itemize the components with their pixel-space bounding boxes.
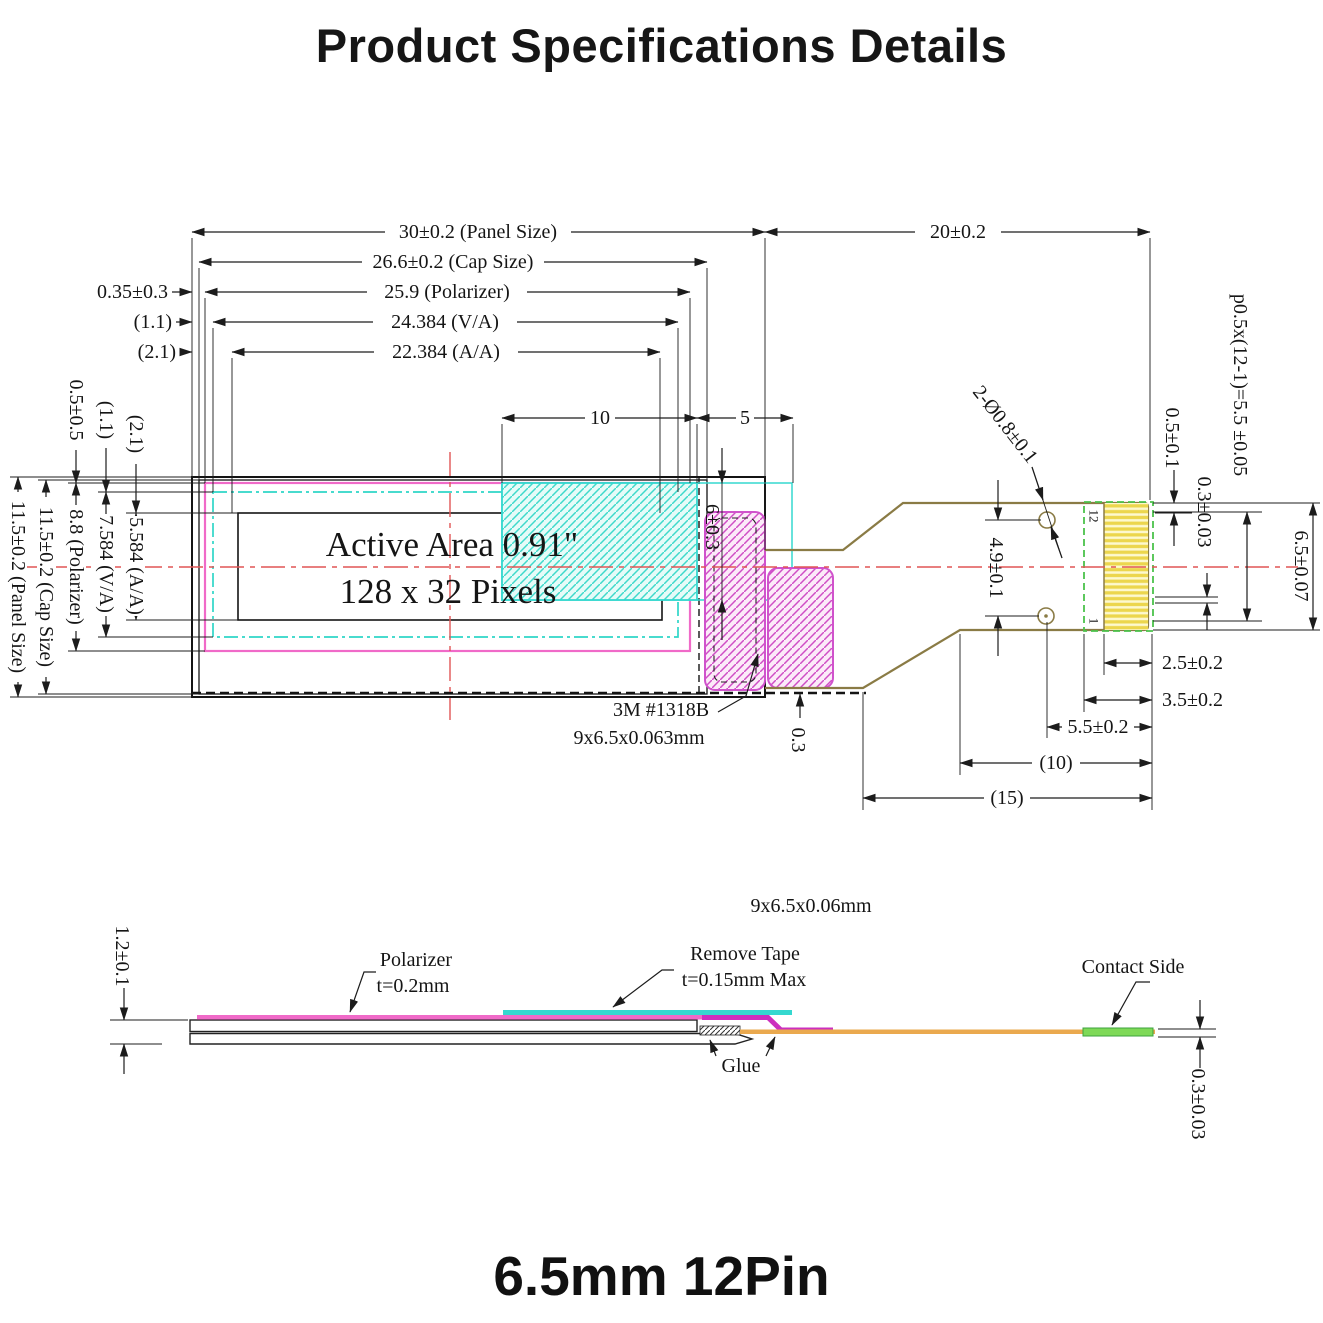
dim-contact-width: 3.5±0.2 xyxy=(1162,689,1223,711)
hole-bottom-center xyxy=(1044,614,1048,618)
active-area-label-1: Active Area 0.91" xyxy=(326,525,578,564)
thickness-dimension: 1.2±0.1 xyxy=(110,926,188,1074)
dim-stack-thickness: 1.2±0.1 xyxy=(111,926,133,987)
dim-fpc-thickness: 0.3±0.03 xyxy=(1187,1069,1209,1140)
tape-size-label: 9x6.5x0.06mm xyxy=(750,895,872,917)
glue-label: Glue xyxy=(722,1055,761,1077)
dim-fpc-width: 20±0.2 xyxy=(930,221,986,243)
model-label: 6.5mm 12Pin xyxy=(493,1245,830,1307)
left-vertical-dimensions: 11.5±0.2 (Panel Size) 11.5±0.2 (Cap Size… xyxy=(7,380,147,698)
contact-side-leader xyxy=(1111,981,1150,1026)
dim-panel-height: 11.5±0.2 (Panel Size) xyxy=(7,501,29,673)
dim-ref-10: (10) xyxy=(1039,752,1072,774)
remove-tape-label-1: Remove Tape xyxy=(690,943,800,965)
dim-pin-thickness: 0.3±0.03 xyxy=(1193,477,1215,548)
dim-hole-edge: 5.5±0.2 xyxy=(1068,716,1129,738)
dim-pin-pitch: p0.5x(12-1)=5.5 ±0.05 xyxy=(1229,294,1251,476)
active-area-label-2: 128 x 32 Pixels xyxy=(340,572,557,611)
dim-pin-area-width: 2.5±0.2 xyxy=(1162,652,1223,674)
section-view: 9x6.5x0.06mm 1.2±0.1 Polarizer t=0.2mm xyxy=(110,895,1216,1139)
polarizer-label-1: Polarizer xyxy=(380,949,453,971)
dim-seal-gap: 0.3 xyxy=(787,728,809,753)
dim-va-offset: (1.1) xyxy=(134,311,172,333)
dim-pin-offset: 0.5±0.1 xyxy=(1161,408,1183,469)
note-3m-line1: 3M #1318B xyxy=(613,699,709,721)
glue-leader-right xyxy=(765,1036,776,1057)
dim-polarizer-height: 8.8 (Polarizer) xyxy=(65,509,87,625)
dim-va-width: 24.384 (V/A) xyxy=(391,311,499,333)
adhesive-tape-1 xyxy=(704,511,766,691)
dim-fpc-height: 6.5±0.07 xyxy=(1290,531,1312,602)
dim-polarizer-width: 25.9 (Polarizer) xyxy=(384,281,510,303)
polarizer-label-2: t=0.2mm xyxy=(377,975,450,997)
glue-hatch xyxy=(699,1025,741,1036)
fpc-layer xyxy=(740,1029,1155,1034)
connector-dimensions: 2-Ø0.8±0.1 4.9±0.1 12 1 0.5±0.1 p0.5x(12… xyxy=(968,294,1318,656)
dim-cap-width: 26.6±0.2 (Cap Size) xyxy=(373,251,534,273)
adhesive-note: 3M #1318B 9x6.5x0.063mm 0.3 xyxy=(573,653,809,753)
glue-leader-left xyxy=(709,1039,719,1057)
dim-aa-offset: (2.1) xyxy=(138,341,176,363)
fpc-thickness-dimension: 0.3±0.03 xyxy=(1158,1000,1216,1139)
remove-tape-label-2: t=0.15mm Max xyxy=(682,969,807,991)
pin-number-1: 1 xyxy=(1087,618,1102,625)
adhesive-tape-2 xyxy=(767,567,834,689)
dim-polarizer-voffset: 0.5±0.5 xyxy=(65,380,87,441)
dim-tape-width: 10 xyxy=(590,407,610,429)
dim-aa-width: 22.384 (A/A) xyxy=(392,341,500,363)
glass-bottom xyxy=(189,1032,755,1045)
dim-aa-height: 5.584 (A/A) xyxy=(125,517,147,615)
tape-height-dimension: 6±0.3 xyxy=(701,448,727,640)
hole-top xyxy=(1038,511,1056,529)
glass-top xyxy=(189,1019,698,1033)
dim-tape-overlap: 5 xyxy=(740,407,750,429)
polarizer-layer xyxy=(197,1015,702,1020)
dim-va-voffset: (1.1) xyxy=(95,401,117,439)
horizontal-dimensions: 30±0.2 (Panel Size) 20±0.2 26.6±0.2 (Cap… xyxy=(97,221,1223,809)
dim-aa-voffset: (2.1) xyxy=(125,415,147,453)
dim-va-height: 7.584 (V/A) xyxy=(95,515,117,613)
remove-tape-hatch xyxy=(501,482,698,601)
page-title: Product Specifications Details xyxy=(315,19,1008,72)
pin-number-12: 12 xyxy=(1087,510,1102,523)
remove-tape-layer xyxy=(503,1010,792,1015)
contact-pad xyxy=(1082,1027,1154,1037)
dim-hole-pitch: 4.9±0.1 xyxy=(985,538,1007,599)
polarizer-leader xyxy=(349,971,376,1013)
dim-tape-height: 6±0.3 xyxy=(701,504,723,550)
note-3m-line2: 9x6.5x0.063mm xyxy=(573,727,705,749)
dim-holes: 2-Ø0.8±0.1 xyxy=(968,382,1042,468)
dim-cap-height: 11.5±0.2 (Cap Size) xyxy=(35,507,57,667)
top-view: Active Area 0.91" 128 x 32 Pixels 30±0.2… xyxy=(7,221,1320,810)
remove-tape-leader xyxy=(612,969,674,1008)
contact-side-label: Contact Side xyxy=(1082,956,1185,978)
dim-cap-offset: 0.35±0.3 xyxy=(97,281,168,303)
dim-panel-width: 30±0.2 (Panel Size) xyxy=(399,221,557,243)
adhesive-tape-1-inner-dashed xyxy=(713,517,757,683)
dim-ref-15: (15) xyxy=(990,787,1023,809)
